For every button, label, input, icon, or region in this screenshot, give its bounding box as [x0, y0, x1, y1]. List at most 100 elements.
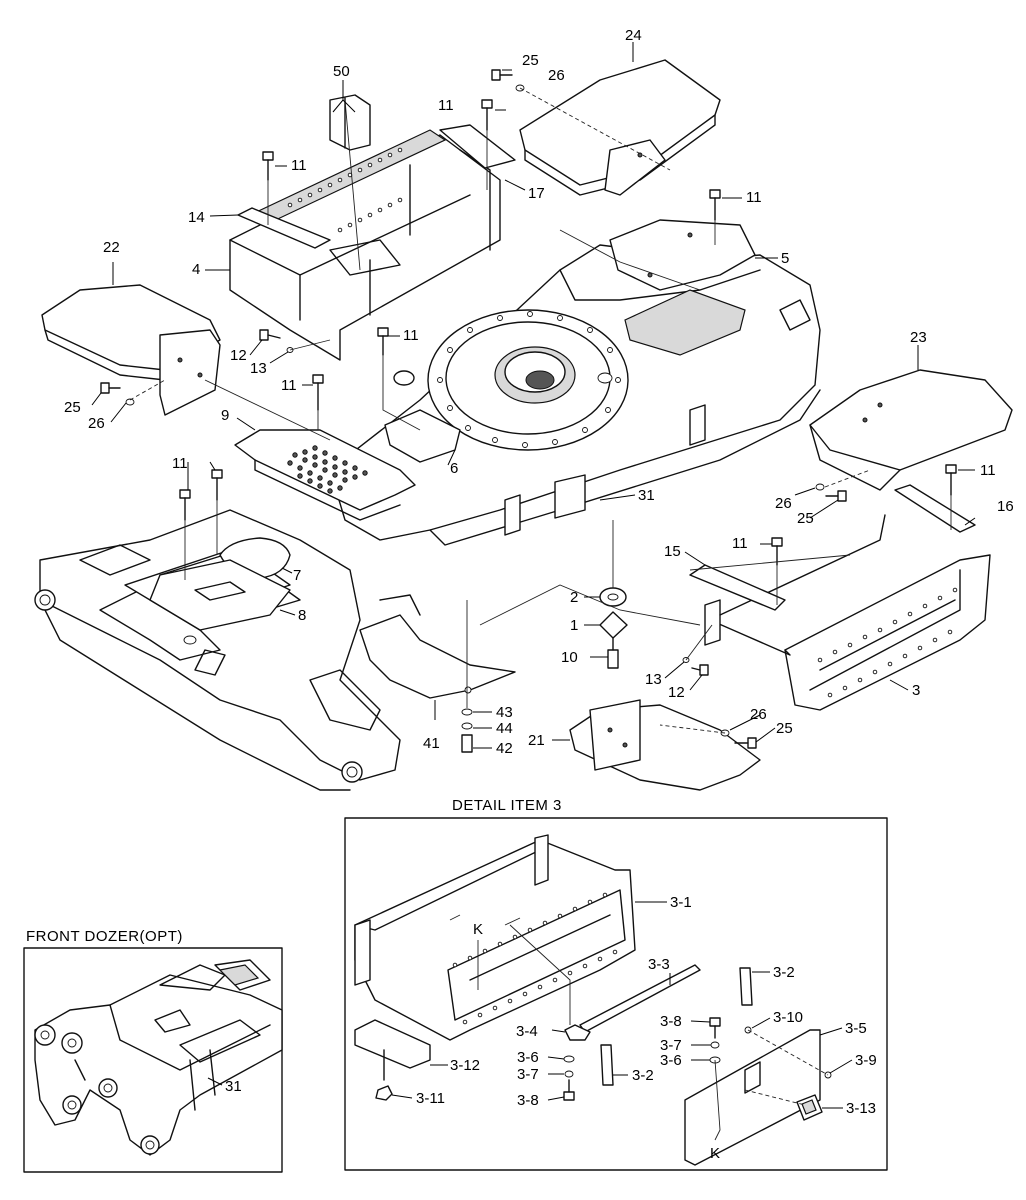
- front-dozer-assembly: [34, 959, 283, 1156]
- callout-3-8: 3-8: [660, 1013, 682, 1030]
- callout-11: 11: [291, 157, 307, 174]
- detail-3-4-bracket: [564, 1024, 591, 1041]
- toolbox-perforations: [287, 147, 403, 233]
- callout-3-10: 3-10: [773, 1009, 803, 1026]
- callout-25: 25: [776, 720, 793, 737]
- callout-12: 12: [230, 347, 247, 364]
- callout-41: 41: [423, 735, 440, 752]
- part-14-plate: [237, 207, 331, 249]
- callout-3: 3: [912, 682, 920, 699]
- detail-3-2-strip-lower: [600, 1044, 614, 1086]
- callout-3-9: 3-9: [855, 1052, 877, 1069]
- detail-leaders: [391, 901, 853, 1141]
- callout-8: 8: [298, 607, 306, 624]
- detail-3-12-angle: [354, 1019, 431, 1069]
- callout-6: 6: [450, 460, 458, 477]
- callout-25: 25: [522, 52, 539, 69]
- callout-3-1: 3-1: [670, 894, 692, 911]
- detail-3-1-toolbox: [354, 834, 636, 1041]
- callout-1: 1: [570, 617, 578, 634]
- callout-9: 9: [221, 407, 229, 424]
- part-5-rear-cover: [609, 219, 756, 291]
- callout-50: 50: [333, 63, 350, 80]
- callout-11: 11: [172, 455, 188, 472]
- perforation-grid: [287, 445, 368, 494]
- callout-31: 31: [638, 487, 655, 504]
- part-4-left-toolbox: [229, 129, 501, 361]
- callout-13: 13: [645, 671, 662, 688]
- detail-item-3-title: DETAIL ITEM 3: [452, 797, 562, 814]
- part-9-perforated-plate: [234, 429, 416, 521]
- callout-26: 26: [548, 67, 565, 84]
- callout-3-7: 3-7: [660, 1037, 682, 1054]
- part-15-plate: [689, 564, 786, 611]
- callout-12: 12: [668, 684, 685, 701]
- callout-22: 22: [103, 239, 120, 256]
- callout-7: 7: [293, 567, 301, 584]
- callout-24: 24: [625, 27, 642, 44]
- callout-14: 14: [188, 209, 205, 226]
- callout-3-6: 3-6: [517, 1049, 539, 1066]
- callout-13: 13: [250, 360, 267, 377]
- callout-3-3: 3-3: [648, 956, 670, 973]
- callout-10: 10: [561, 649, 578, 666]
- callout-44: 44: [496, 720, 513, 737]
- detail-3-11-wing-bolt: [375, 1085, 393, 1101]
- callout-25: 25: [64, 399, 81, 416]
- part-16-plate: [894, 484, 976, 533]
- toolbox-3-perforations: [817, 587, 958, 698]
- part-41-bracket: [359, 614, 516, 699]
- callout-15: 15: [664, 543, 681, 560]
- part-1-rubber-mount: [599, 611, 628, 639]
- callout-3-13: 3-13: [846, 1100, 876, 1117]
- part-3-right-toolbox: [704, 514, 991, 711]
- callout-16: 16: [997, 498, 1014, 515]
- detail-perforations: [452, 892, 618, 1025]
- detail-3-3-strip: [579, 964, 701, 1033]
- part-50-pad: [329, 94, 371, 151]
- callout-17: 17: [528, 185, 545, 202]
- callout-3-2: 3-2: [632, 1067, 654, 1084]
- callout-26: 26: [88, 415, 105, 432]
- callout-23: 23: [910, 329, 927, 346]
- callout-43: 43: [496, 704, 513, 721]
- detail-3-2-strip-upper: [739, 967, 753, 1006]
- callout-11: 11: [403, 327, 419, 344]
- callout-11: 11: [281, 377, 297, 394]
- callout-3-7: 3-7: [517, 1066, 539, 1083]
- front-dozer-frame: [23, 947, 283, 1173]
- callout-2: 2: [570, 589, 578, 606]
- part-17-plate: [439, 124, 516, 169]
- callout-3-5: 3-5: [845, 1020, 867, 1037]
- callout-4: 4: [192, 261, 200, 278]
- part-21-bottom-hood: [569, 699, 761, 791]
- detail-hardware: [563, 1017, 832, 1101]
- callout-3-8: 3-8: [517, 1092, 539, 1109]
- callout-26: 26: [750, 706, 767, 723]
- callout-25: 25: [797, 510, 814, 527]
- callout-11: 11: [438, 97, 454, 114]
- callout-3-2: 3-2: [773, 964, 795, 981]
- callout-11: 11: [746, 189, 762, 206]
- detail-3-5-cover: [684, 1029, 821, 1166]
- callout-26: 26: [775, 495, 792, 512]
- callout-labels: 24 25 26 50 11 17 11 14 4 22 11 5 12 13 …: [64, 27, 1014, 1162]
- callout-5: 5: [781, 250, 789, 267]
- callout-21: 21: [528, 732, 545, 749]
- callout-11: 11: [980, 462, 996, 479]
- callout-k: K: [710, 1145, 720, 1162]
- part-22-left-hood: [41, 284, 221, 416]
- callout-31: 31: [225, 1078, 242, 1095]
- callout-42: 42: [496, 740, 513, 757]
- callout-3-4: 3-4: [516, 1023, 538, 1040]
- callout-k: K: [473, 921, 483, 938]
- swing-bracket: [34, 509, 401, 791]
- upper-frame: [329, 244, 821, 546]
- callout-3-11: 3-11: [416, 1090, 445, 1107]
- part-23-right-hood: [809, 369, 1013, 491]
- ring-bolt-holes: [437, 311, 621, 448]
- front-dozer-title: FRONT DOZER(OPT): [26, 928, 183, 945]
- part-24-hood: [519, 59, 721, 196]
- callout-3-6: 3-6: [660, 1052, 682, 1069]
